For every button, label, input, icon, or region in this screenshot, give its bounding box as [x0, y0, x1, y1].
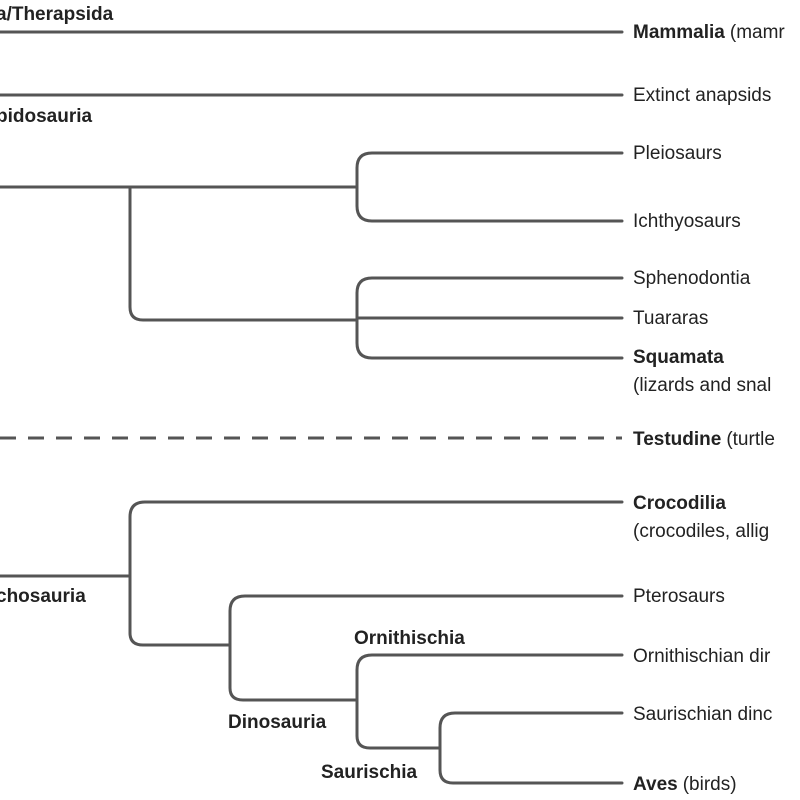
taxon-note: (birds): [683, 774, 737, 795]
taxon-name: Aves: [633, 774, 678, 795]
taxon-label-ichthyosaurs: Ichthyosaurs: [633, 211, 741, 232]
taxon-label-crocodilia: Crocodilia: [633, 493, 726, 514]
clade-label-therapsida: a/Therapsida: [0, 4, 114, 25]
taxon-label-mammalia: Mammalia(mamr: [633, 22, 785, 43]
taxon-label-saurischian-dinosaurs: Saurischian dinc: [633, 704, 772, 725]
taxon-label-sphenodontia: Sphenodontia: [633, 268, 751, 289]
taxon-label-pleiosaurs: Pleiosaurs: [633, 143, 722, 164]
taxon-label-squamata: Squamata: [633, 347, 724, 368]
taxon-label-ornithischian-dinosaurs: Ornithischian dir: [633, 646, 771, 667]
taxon-note: (mamr: [730, 22, 786, 43]
taxon-label-testudine: Testudine(turtle: [633, 429, 775, 450]
taxon-name: Mammalia: [633, 22, 725, 43]
taxon-label-tuararas: Tuararas: [633, 308, 708, 329]
clade-label-lepidosauria: pidosauria: [0, 106, 93, 127]
taxon-name: Testudine: [633, 429, 721, 450]
branch-pleiosaurs: [355, 151, 624, 223]
clade-label-saurischia: Saurischia: [321, 762, 418, 783]
clade-label-archosauria: chosauria: [0, 586, 86, 607]
clade-label-dinosauria: Dinosauria: [228, 712, 327, 733]
taxon-note-squamata: (lizards and snal: [633, 375, 771, 396]
branch-lepidosauria-split: [128, 185, 359, 322]
taxon-label-extinct-anapsids: Extinct anapsids: [633, 85, 771, 106]
branch-ornithischian: [355, 653, 624, 750]
taxon-note: (turtle: [726, 429, 775, 450]
branch-saurischian: [438, 711, 624, 785]
clade-label-ornithischia: Ornithischia: [354, 628, 465, 649]
taxon-label-pterosaurs: Pterosaurs: [633, 586, 725, 607]
taxon-label-aves: Aves(birds): [633, 774, 737, 795]
branch-crocodilia: [128, 500, 624, 647]
branch-pterosaurs: [228, 594, 624, 702]
taxon-note-crocodilia: (crocodiles, allig: [633, 521, 769, 542]
